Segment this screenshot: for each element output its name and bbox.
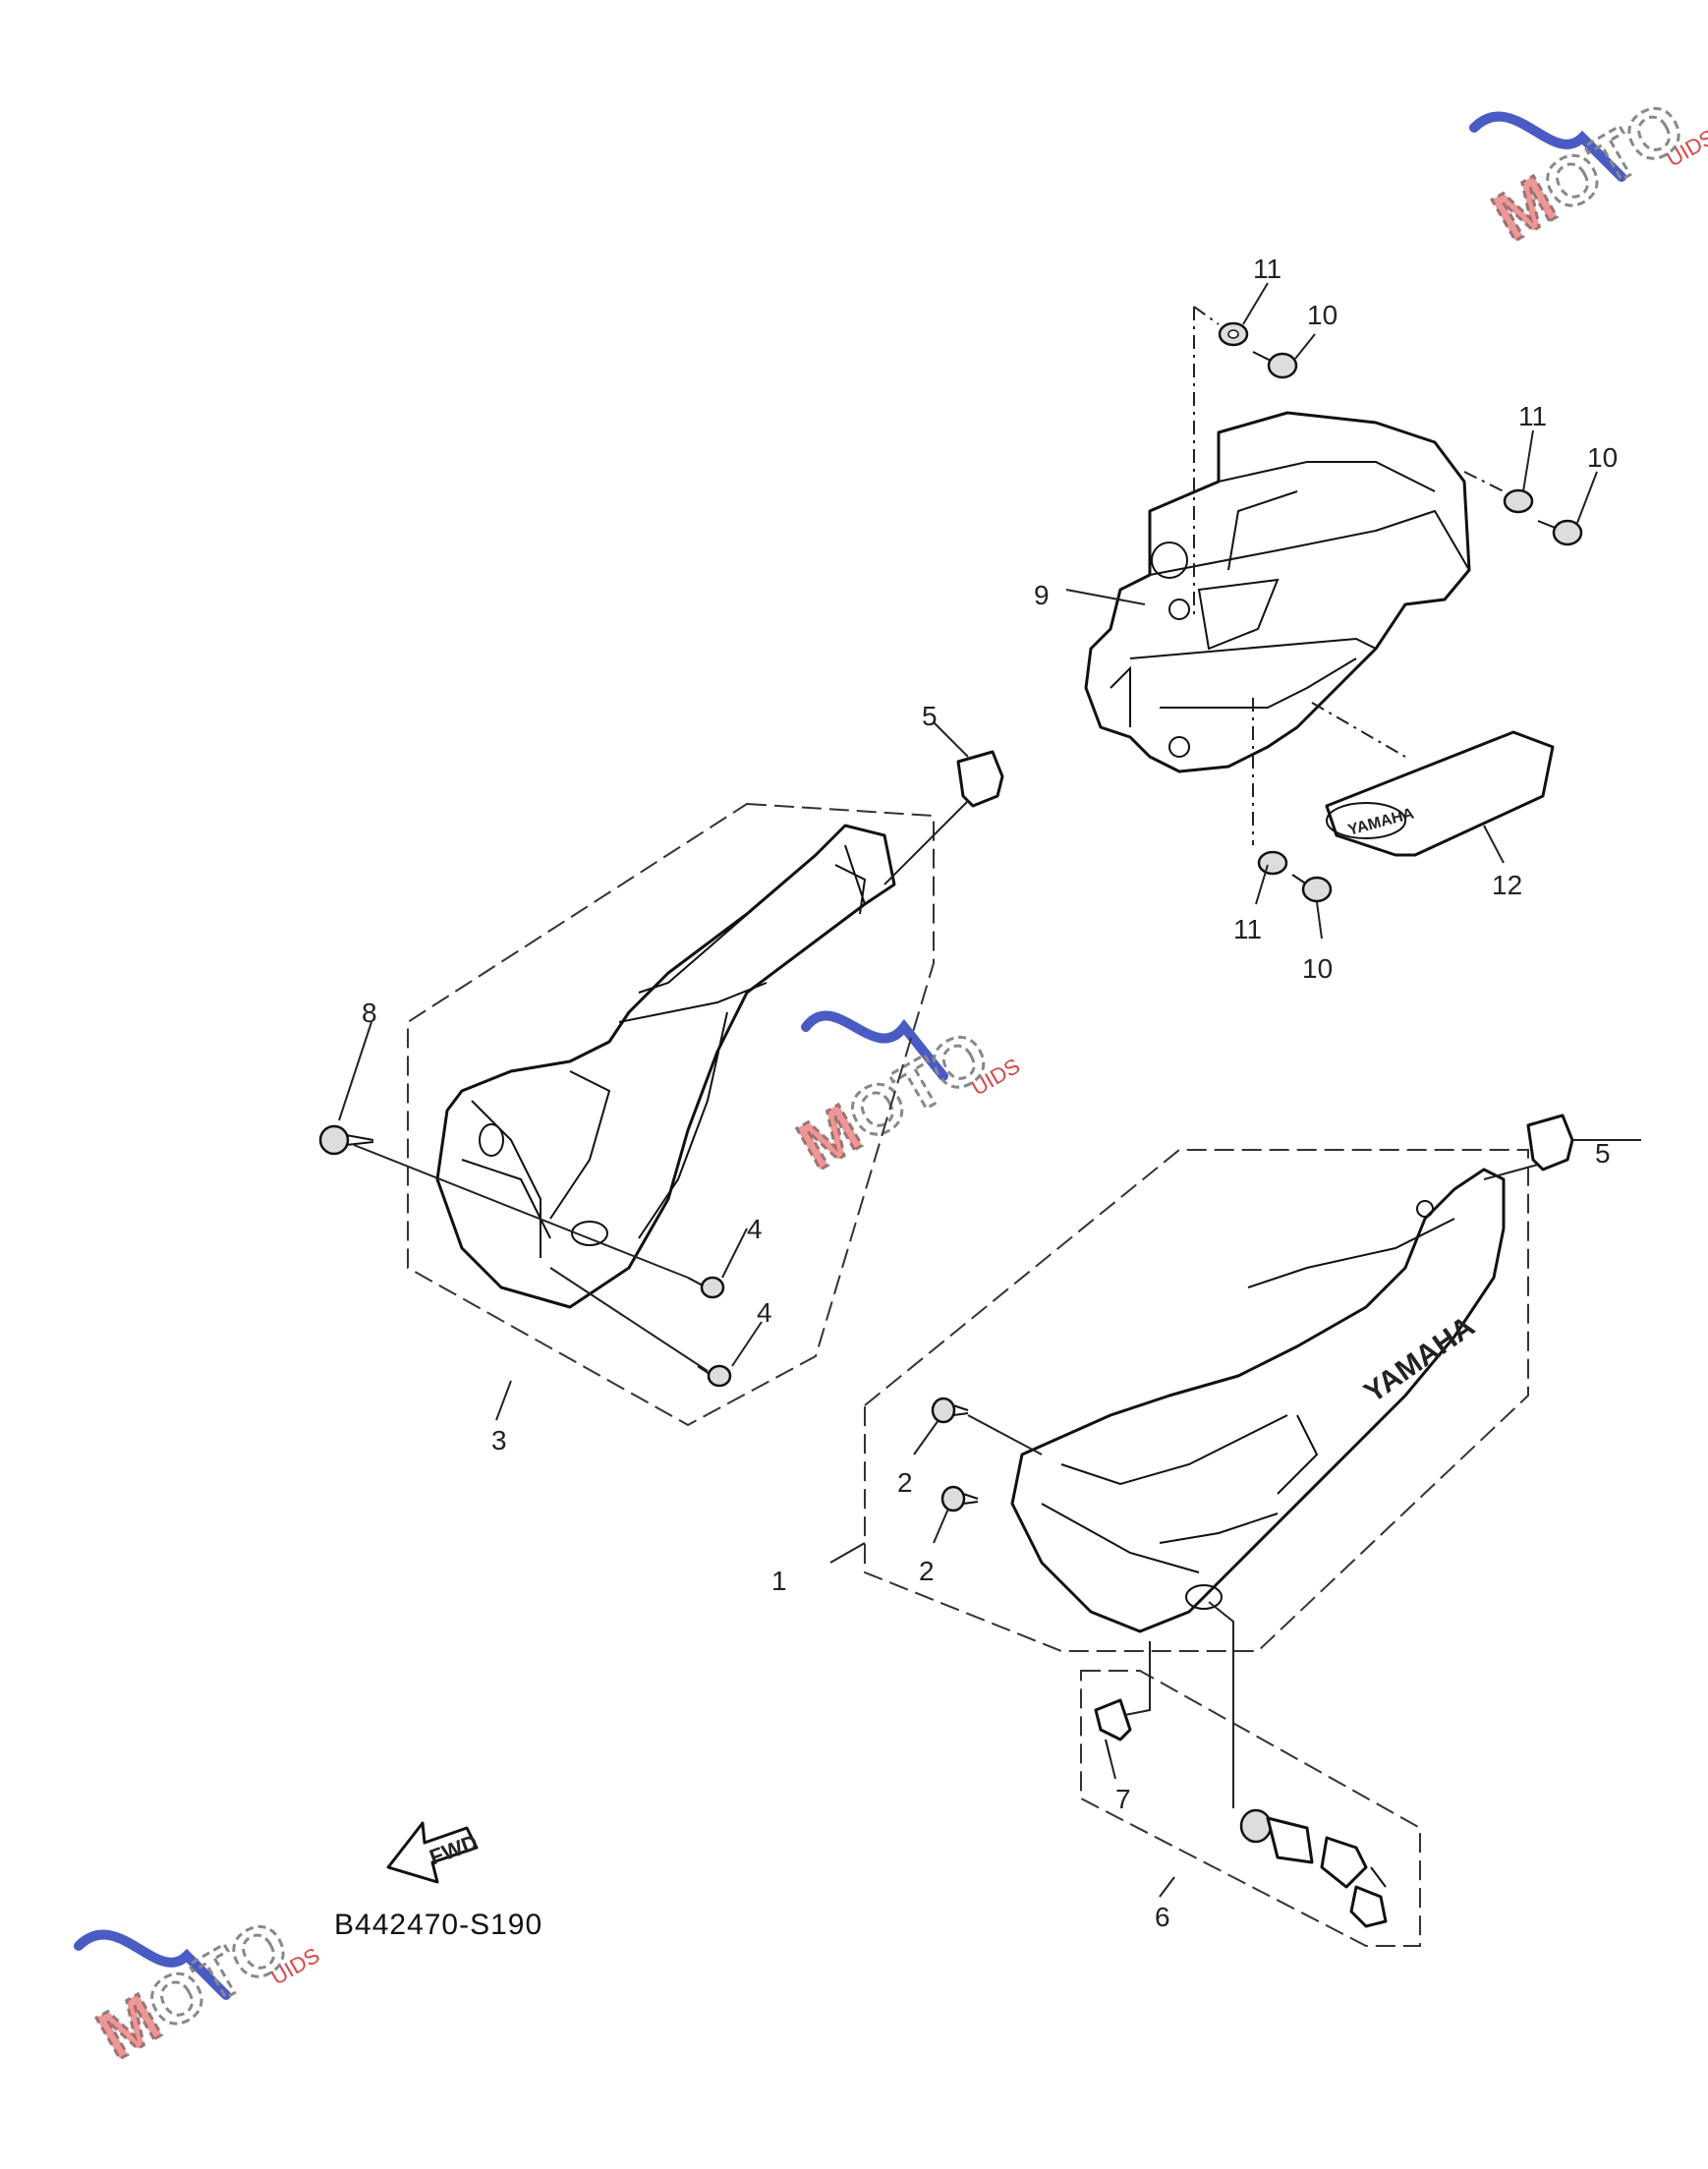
clip-5-right bbox=[1526, 1113, 1574, 1171]
callout-8: 8 bbox=[362, 998, 377, 1028]
fwd-arrow-icon: FWD bbox=[386, 1821, 482, 1884]
screw-4-lower bbox=[697, 1364, 732, 1388]
screw-2-lower bbox=[940, 1485, 979, 1513]
ref-line-9-right bbox=[1463, 471, 1505, 492]
watermark-logo-center: MOTO M UIDS bbox=[784, 1010, 1024, 1186]
bolt-10-top bbox=[1252, 351, 1298, 379]
part-9-box bbox=[1084, 411, 1471, 773]
callout-10-right: 10 bbox=[1587, 442, 1618, 473]
part-12-strap: YAMAHA bbox=[1325, 730, 1555, 857]
callout-3: 3 bbox=[491, 1425, 507, 1456]
bolt-10-right bbox=[1537, 519, 1583, 546]
washer-11-bottom bbox=[1257, 850, 1288, 876]
group-box-1 bbox=[864, 1149, 1529, 1652]
callout-11-top: 11 bbox=[1253, 254, 1281, 284]
callout-9: 9 bbox=[1034, 580, 1050, 610]
callout-12: 12 bbox=[1492, 870, 1522, 900]
callout-7: 7 bbox=[1115, 1784, 1131, 1814]
callout-11-bottom: 11 bbox=[1233, 914, 1262, 944]
bolt-8 bbox=[318, 1124, 374, 1156]
screw-2-upper bbox=[931, 1397, 969, 1424]
callout-10-top: 10 bbox=[1307, 300, 1338, 330]
watermark-logo-bottom-left: MOTO M UIDS bbox=[74, 1904, 323, 2076]
drawing-code: B442470-S190 bbox=[334, 1909, 542, 1941]
bolt-10-bottom bbox=[1291, 874, 1333, 903]
ref-line-9-top bbox=[1193, 306, 1220, 619]
ref-line-12 bbox=[1311, 702, 1406, 758]
callout-5-right: 5 bbox=[1595, 1138, 1611, 1169]
group-box-3 bbox=[407, 802, 935, 1427]
callout-5-left: 5 bbox=[922, 701, 938, 731]
lock-cylinder bbox=[1239, 1808, 1314, 1864]
callout-1: 1 bbox=[771, 1566, 787, 1596]
callout-2-upper: 2 bbox=[897, 1467, 913, 1498]
clip-5-left bbox=[956, 750, 1004, 808]
washer-11-right bbox=[1503, 488, 1534, 514]
fwd-label: FWD bbox=[427, 1830, 482, 1870]
callout-10-bottom: 10 bbox=[1302, 953, 1333, 984]
part-1-right-cover: YAMAHA bbox=[1010, 1168, 1506, 1633]
watermark-logo-top-right: MOTO M UIDS bbox=[1469, 86, 1708, 257]
key-icon bbox=[1320, 1836, 1388, 1928]
part-3-left-cover bbox=[435, 824, 896, 1309]
screw-4-upper bbox=[687, 1276, 725, 1299]
callout-4-upper: 4 bbox=[747, 1214, 763, 1244]
group-box-6 bbox=[1080, 1670, 1421, 1947]
part-7-bracket bbox=[1094, 1698, 1132, 1760]
callout-11-right: 11 bbox=[1518, 401, 1547, 431]
callout-2-lower: 2 bbox=[919, 1556, 935, 1586]
callout-6: 6 bbox=[1155, 1902, 1170, 1932]
washer-11-top bbox=[1218, 321, 1249, 347]
callout-4-lower: 4 bbox=[757, 1297, 772, 1328]
